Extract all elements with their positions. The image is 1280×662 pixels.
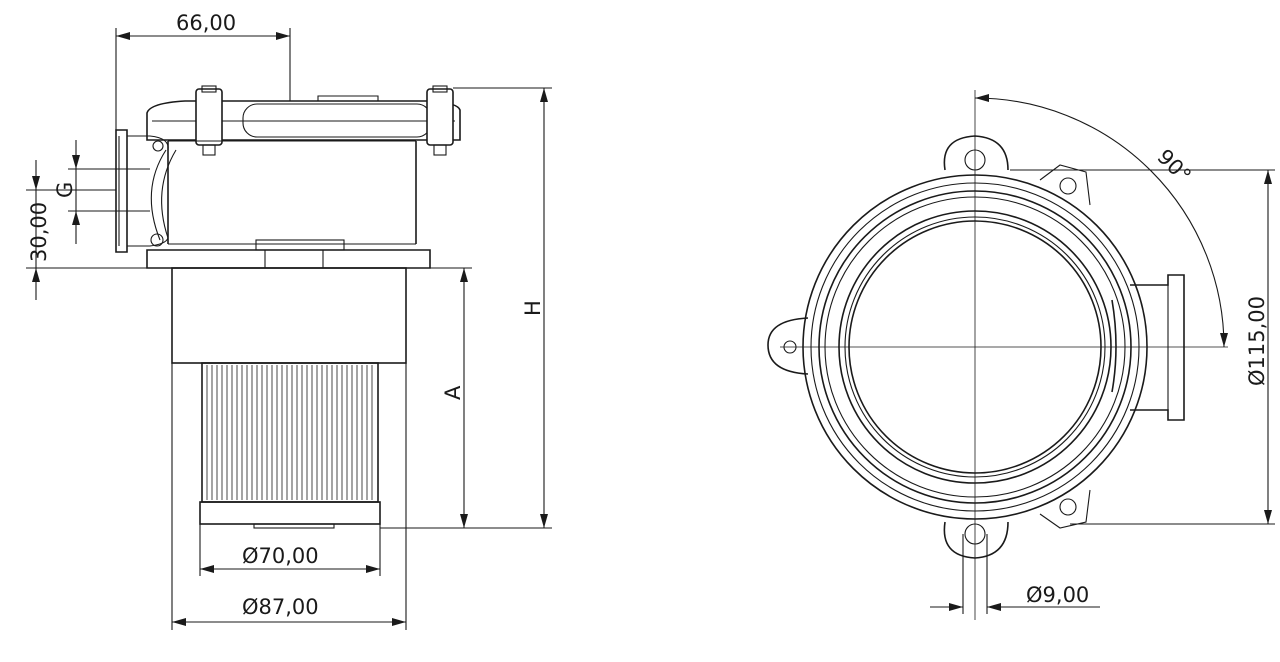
dim-30-label: 30,00 bbox=[27, 202, 51, 262]
dim-G-label: G bbox=[53, 182, 77, 198]
filter-pleats bbox=[206, 365, 373, 500]
top-view: 90° Ø115,00 Ø9,00 bbox=[767, 90, 1275, 620]
ear-bottom bbox=[943, 521, 1009, 559]
dim-d87: Ø87,00 bbox=[171, 363, 407, 630]
dim-A-label: A bbox=[441, 385, 465, 400]
dim-d115-label: Ø115,00 bbox=[1245, 296, 1269, 386]
ear-top bbox=[943, 135, 1009, 171]
ear-left bbox=[767, 317, 809, 375]
dim-66-label: 66,00 bbox=[176, 11, 236, 35]
dim-A: A bbox=[430, 267, 472, 528]
dim-H-label: H bbox=[521, 300, 545, 316]
dim-66: 66,00 bbox=[115, 11, 291, 130]
housing-body bbox=[167, 141, 417, 244]
dim-d9: Ø9,00 bbox=[930, 534, 1100, 614]
dim-angle: 90° bbox=[974, 94, 1228, 348]
dim-G: G bbox=[53, 140, 150, 244]
bolt-right bbox=[426, 88, 454, 146]
dim-d115: Ø115,00 bbox=[1010, 169, 1275, 525]
dim-d9-label: Ø9,00 bbox=[1026, 583, 1089, 607]
dim-H: H bbox=[380, 87, 552, 529]
dim-d70: Ø70,00 bbox=[199, 524, 381, 576]
inlet-flange bbox=[115, 129, 128, 253]
dim-angle-label: 90° bbox=[1152, 145, 1195, 188]
dim-30: 30,00 bbox=[26, 160, 147, 300]
side-view: 66,00 30,00 G H bbox=[26, 11, 552, 630]
outlet-flange bbox=[1130, 274, 1185, 421]
dim-d70-label: Ø70,00 bbox=[242, 544, 319, 568]
bolt-left bbox=[195, 88, 223, 146]
lower-flange bbox=[146, 249, 431, 269]
bowl bbox=[171, 267, 407, 364]
dim-d87-label: Ø87,00 bbox=[242, 595, 319, 619]
element-end-cap bbox=[199, 501, 381, 525]
